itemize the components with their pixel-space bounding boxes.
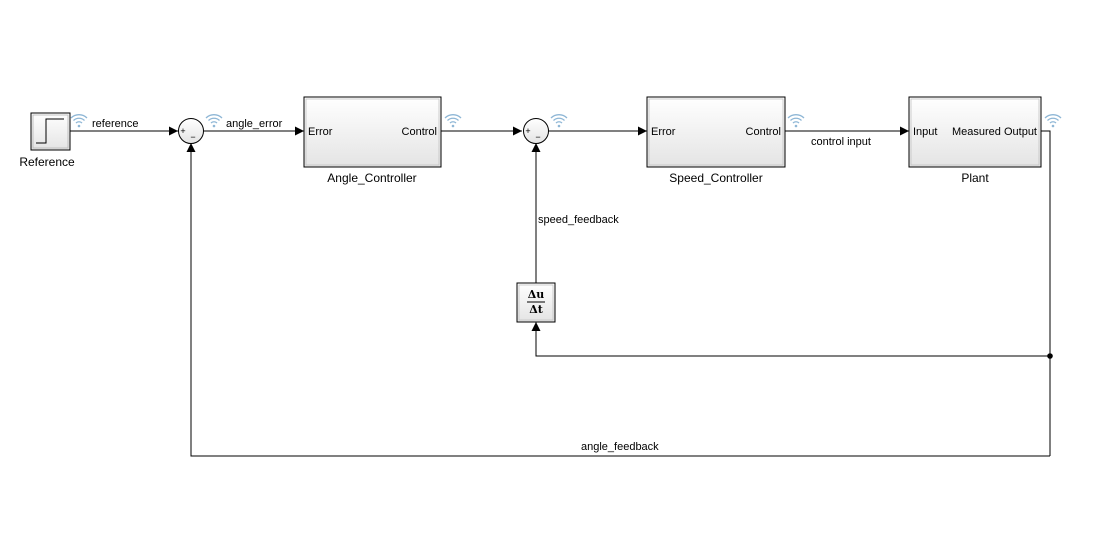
plant-block[interactable]: Input Measured Output	[908, 96, 1042, 168]
signal-logging-icon[interactable]	[550, 114, 568, 128]
reference-block[interactable]	[30, 112, 71, 151]
signal-logging-icon[interactable]	[444, 114, 462, 128]
branch-point	[1047, 353, 1053, 359]
signal-logging-icon[interactable]	[205, 114, 223, 128]
wire-derivative-branch[interactable]	[531, 322, 1050, 357]
signal-label-control-input[interactable]: control input	[811, 136, 871, 148]
speed-controller-out-port: Control	[746, 126, 781, 138]
sum-speed-minus-sign: −	[535, 132, 540, 142]
signal-logging-icon[interactable]	[1044, 114, 1062, 128]
sum-angle-minus-sign: −	[190, 132, 195, 142]
signal-label-angle-error[interactable]: angle_error	[226, 118, 283, 130]
wire-angle-feedback[interactable]	[186, 143, 1050, 457]
speed-controller-in-port: Error	[651, 126, 676, 138]
angle-controller-name: Angle_Controller	[327, 171, 416, 185]
speed-controller-name: Speed_Controller	[669, 171, 762, 185]
signal-logging-icon[interactable]	[70, 114, 88, 128]
signal-label-angle-feedback[interactable]: angle_feedback	[581, 441, 659, 453]
step-icon	[36, 118, 64, 144]
derivative-block[interactable]: Δu Δt	[516, 282, 556, 323]
plant-in-port: Input	[913, 126, 937, 138]
sum-angle-plus-sign: +	[180, 126, 185, 136]
plant-out-port: Measured Output	[952, 126, 1037, 138]
signal-logging-icon[interactable]	[787, 114, 805, 128]
signal-label-reference[interactable]: reference	[92, 118, 138, 130]
signal-label-speed-feedback[interactable]: speed_feedback	[538, 214, 619, 226]
wire-measured-output[interactable]	[1041, 130, 1051, 456]
sum-block-angle[interactable]: + −	[178, 118, 204, 144]
angle-controller-out-port: Control	[402, 126, 437, 138]
speed-controller-block[interactable]: Error Control	[646, 96, 786, 168]
sum-block-speed[interactable]: + −	[523, 118, 549, 144]
angle-controller-block[interactable]: Error Control	[303, 96, 442, 168]
derivative-denominator: Δt	[529, 303, 544, 316]
sum-speed-plus-sign: +	[525, 126, 530, 136]
angle-controller-in-port: Error	[308, 126, 333, 138]
plant-name: Plant	[961, 171, 989, 185]
derivative-numerator: Δu	[528, 288, 545, 301]
reference-block-name: Reference	[19, 155, 75, 169]
